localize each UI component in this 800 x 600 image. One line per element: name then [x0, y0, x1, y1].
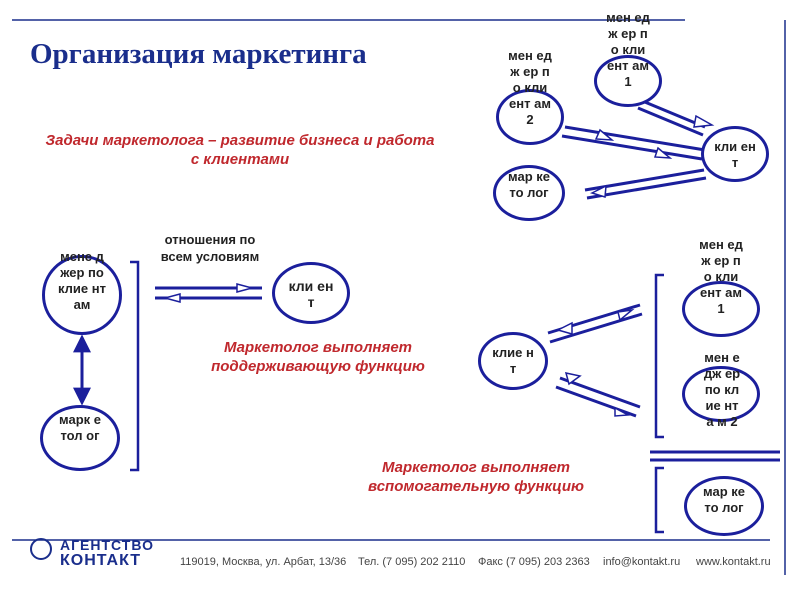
right-client-label: клие нт — [492, 345, 534, 376]
brand-line1: АГЕНТСТВО — [60, 537, 155, 553]
top-client-node — [701, 126, 769, 182]
support-function-text: Маркетолог выполняет поддерживающую функ… — [211, 339, 425, 375]
top-manager1-node — [594, 55, 662, 107]
top-manager2-label: мен едж ер по кли ент ам 2 — [508, 48, 552, 127]
footer-phone: Тел. (7 095) 202 2110 — [358, 556, 466, 568]
right-client-node — [478, 332, 548, 390]
top-client-label: кли ент — [714, 139, 756, 170]
footer-email[interactable]: info@kontakt.ru — [603, 556, 681, 568]
right-manager1-label: мен едж ер по кли ент ам 1 — [699, 237, 743, 316]
brand-line2: КОНТАКТ — [60, 552, 142, 569]
auxiliary-function-text: Маркетолог выполняет вспомогательную фун… — [368, 459, 584, 495]
left-manager-label: мене джер по клие нтам — [58, 249, 106, 312]
left-marketer-label: марк етол ог — [59, 412, 101, 443]
right-marketer-label: мар кето лог — [703, 484, 745, 515]
top-marketer-node — [493, 165, 565, 221]
mid-client-node — [272, 262, 350, 324]
arrow-manager1-to-client — [637, 98, 715, 137]
left-manager-node — [42, 255, 122, 335]
left-marketer-node — [40, 405, 120, 471]
right-bracket-lower — [654, 466, 664, 534]
right-manager1-node — [682, 281, 760, 337]
top-marketer-label: мар кето лог — [508, 169, 550, 200]
left-bracket — [130, 260, 140, 472]
arrow-right-client-manager1 — [547, 303, 643, 344]
right-manager2-node — [682, 366, 760, 422]
footer-address: 119019, Москва, ул. Арбат, 13/36 — [180, 556, 347, 568]
mid-client-label: кли ент — [288, 278, 334, 310]
page-title: Организация маркетинга — [30, 38, 367, 70]
right-marketer-node — [684, 476, 764, 536]
arrow-manager2-client — [561, 125, 706, 161]
task-text: Задачи маркетолога – развитие бизнеса и … — [45, 132, 435, 168]
arrow-marketer-client — [584, 168, 707, 200]
footer-fax: Факс (7 095) 203 2363 — [478, 556, 590, 568]
arrow-right-client-manager2 — [555, 372, 641, 418]
relations-label: отношения по всем условиям — [160, 232, 260, 264]
top-manager1-label: мен едж ер по кли ент ам 1 — [606, 10, 650, 89]
arrow-manager-client-left — [155, 283, 262, 303]
right-manager2-label: мен едж ер по клие нта м 2 — [703, 350, 741, 429]
footer-website[interactable]: www.kontakt.ru — [696, 556, 771, 568]
top-manager2-node — [496, 89, 564, 145]
agency-logo-icon — [30, 538, 52, 560]
right-bracket-upper — [654, 273, 664, 439]
